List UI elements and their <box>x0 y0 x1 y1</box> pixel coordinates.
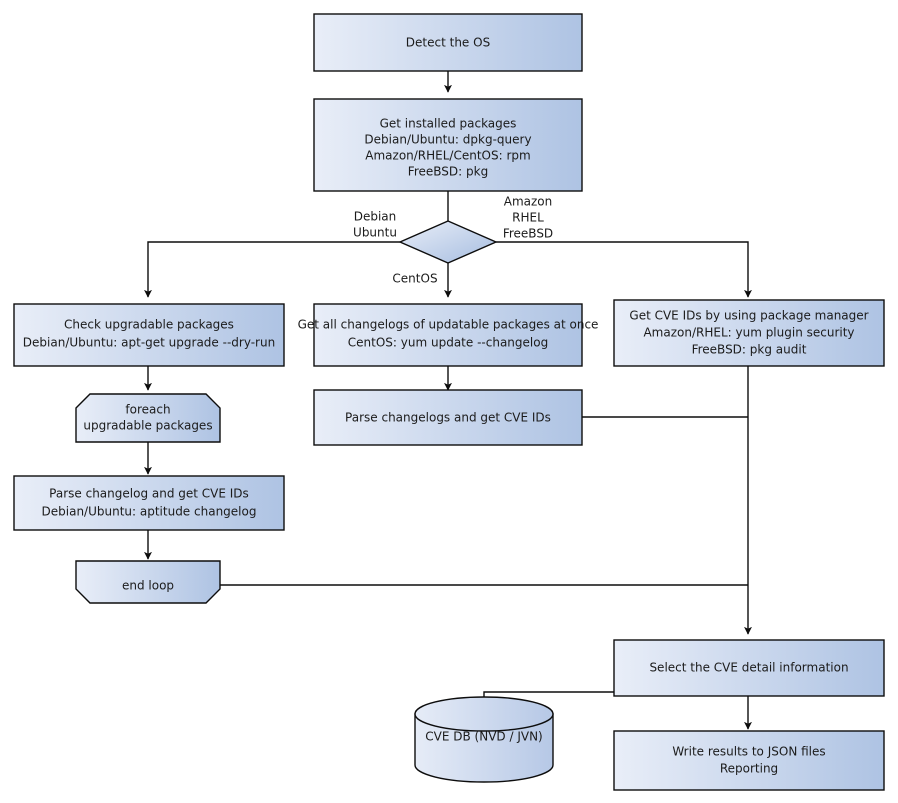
node-get-installed-packages[interactable]: Get installed packages Debian/Ubuntu: dp… <box>313 98 583 192</box>
node-parse-changelog-get-cve-ids-shape <box>13 475 285 531</box>
node-parse-changelog-get-cve-ids[interactable]: Parse changelog and get CVE IDs Debian/U… <box>13 475 285 531</box>
edge-label-debian-ubuntu-line-0: Debian <box>354 210 397 224</box>
node-get-all-changelogs-shape <box>313 303 583 367</box>
node-check-upgradable-packages-shape <box>13 303 285 367</box>
node-cve-db[interactable]: CVE DB (NVD / JVN) <box>414 696 554 783</box>
node-get-cve-ids-package-manager-label-0: Get CVE IDs by using package manager <box>629 309 868 323</box>
node-select-cve-detail-label-0: Select the CVE detail information <box>649 661 848 675</box>
node-cve-db-body <box>414 713 554 783</box>
node-end-loop-shape <box>75 560 221 604</box>
node-end-loop[interactable]: end loop <box>75 560 221 604</box>
node-get-installed-packages-label-2: Amazon/RHEL/CentOS: rpm <box>365 149 530 163</box>
node-get-all-changelogs-label-1: CentOS: yum update --changelog <box>348 336 548 350</box>
edge-label-debian-ubuntu: Debian Ubuntu <box>353 210 397 240</box>
node-parse-changelogs-get-cve-ids[interactable]: Parse changelogs and get CVE IDs <box>313 389 583 446</box>
node-parse-changelogs-get-cve-ids-label-0: Parse changelogs and get CVE IDs <box>345 411 551 425</box>
node-get-installed-packages-shape <box>313 98 583 192</box>
node-os-decision-shape <box>398 220 498 264</box>
node-detect-os-shape <box>313 13 583 72</box>
node-get-cve-ids-package-manager-label-1: Amazon/RHEL: yum plugin security <box>643 326 854 340</box>
node-get-installed-packages-label-3: FreeBSD: pkg <box>408 165 488 179</box>
node-write-results-shape <box>613 730 885 791</box>
edge-label-debian-ubuntu-line-1: Ubuntu <box>353 226 397 240</box>
node-get-all-changelogs[interactable]: Get all changelogs of updatable packages… <box>298 303 599 367</box>
edge-label-amazon-rhel-freebsd-line-2: FreeBSD <box>503 227 553 241</box>
node-foreach-upgradable-packages-label-0: foreach <box>125 403 170 417</box>
edge-label-centos-line-0: CentOS <box>392 272 437 286</box>
node-foreach-upgradable-packages-label-1: upgradable packages <box>83 419 212 433</box>
node-parse-changelogs-get-cve-ids-shape <box>313 389 583 446</box>
node-select-cve-detail-shape <box>613 639 885 697</box>
node-parse-changelog-get-cve-ids-label-0: Parse changelog and get CVE IDs <box>49 487 249 501</box>
node-write-results-label-0: Write results to JSON files <box>672 745 825 759</box>
node-write-results-label-1: Reporting <box>720 762 778 776</box>
edge-decision-to-get-cve-ids-pm <box>496 241 752 298</box>
node-get-cve-ids-package-manager-label-2: FreeBSD: pkg audit <box>692 343 807 357</box>
edge-label-amazon-rhel-freebsd-line-0: Amazon <box>504 195 553 209</box>
node-check-upgradable-packages-label-0: Check upgradable packages <box>64 318 234 332</box>
node-detect-os-label-0: Detect the OS <box>406 36 490 50</box>
node-foreach-upgradable-packages-shape <box>75 393 221 443</box>
node-check-upgradable-packages[interactable]: Check upgradable packages Debian/Ubuntu:… <box>13 303 285 367</box>
node-detect-os[interactable]: Detect the OS <box>313 13 583 72</box>
edge-decision-to-check-upgradable <box>144 241 400 298</box>
node-select-cve-detail[interactable]: Select the CVE detail information <box>613 639 885 697</box>
node-get-cve-ids-package-manager[interactable]: Get CVE IDs by using package manager Ama… <box>613 299 885 367</box>
node-get-cve-ids-package-manager-shape <box>613 299 885 367</box>
node-os-decision[interactable] <box>398 220 498 264</box>
edge-label-amazon-rhel-freebsd-line-1: RHEL <box>512 211 544 225</box>
node-get-all-changelogs-label-0: Get all changelogs of updatable packages… <box>298 318 599 332</box>
node-cve-db-label-0: CVE DB (NVD / JVN) <box>425 730 542 744</box>
node-parse-changelog-get-cve-ids-label-1: Debian/Ubuntu: aptitude changelog <box>42 505 257 519</box>
node-check-upgradable-packages-label-1: Debian/Ubuntu: apt-get upgrade --dry-run <box>23 336 275 350</box>
node-end-loop-label-0: end loop <box>122 579 174 593</box>
node-get-installed-packages-label-1: Debian/Ubuntu: dpkg-query <box>364 133 531 147</box>
node-cve-db-top <box>414 696 554 732</box>
node-get-installed-packages-label-0: Get installed packages <box>380 117 517 131</box>
node-foreach-upgradable-packages[interactable]: foreach upgradable packages <box>75 393 221 443</box>
edge-label-centos: CentOS <box>392 272 437 286</box>
edge-label-amazon-rhel-freebsd: Amazon RHEL FreeBSD <box>503 195 553 241</box>
node-write-results[interactable]: Write results to JSON files Reporting <box>613 730 885 791</box>
